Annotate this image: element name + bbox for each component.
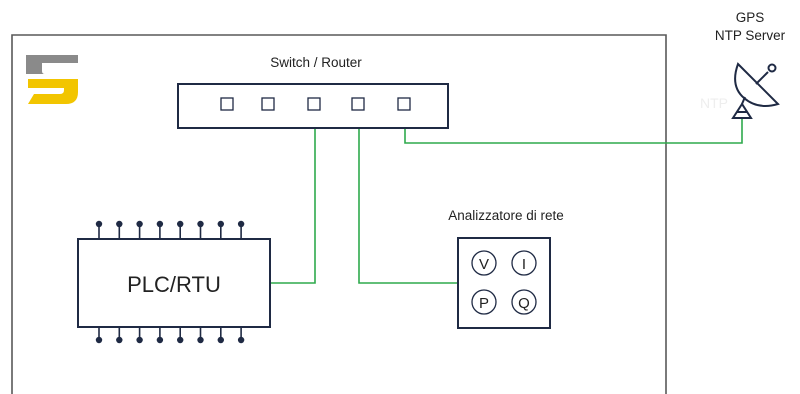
network-analyzer (457, 237, 551, 329)
plc-pin-bottom (237, 336, 245, 344)
switch-port (351, 97, 365, 111)
plc-pin-top (177, 220, 184, 228)
plc-pin-top (197, 220, 204, 228)
svg-text:I: I (522, 256, 526, 273)
meter-q: Q (511, 289, 537, 315)
plc-rtu-box (77, 238, 271, 328)
plc-pin-top (156, 220, 164, 228)
switch-label: Switch / Router (270, 55, 362, 70)
svg-text:Q: Q (518, 295, 530, 312)
gps-subtitle: NTP Server (715, 28, 786, 43)
plc-pin-top (116, 220, 123, 228)
enclosure-frame (11, 34, 667, 394)
svg-text:V: V (479, 256, 489, 273)
meter-v: V (471, 250, 497, 276)
plc-pin-bottom (116, 336, 123, 344)
switch-port (397, 97, 411, 111)
link-plc (270, 110, 316, 284)
switch-port (261, 97, 275, 111)
plc-pin-bottom (177, 336, 184, 344)
plc-label: PLC/RTU (127, 272, 221, 297)
plc-pin-bottom (136, 336, 143, 344)
gps-ghost-text: NTP (700, 95, 728, 111)
plc-pin-top (136, 220, 143, 228)
plc-pin-top (237, 220, 245, 228)
logo-icon (26, 55, 78, 104)
meter-i: I (511, 250, 537, 276)
switch-port (307, 97, 321, 111)
switch-port (220, 97, 234, 111)
satellite-dish-icon (731, 62, 780, 119)
plc-pin-top (95, 220, 103, 228)
gps-title: GPS (736, 10, 765, 25)
plc-pin-top (217, 220, 224, 228)
plc-pin-bottom (217, 336, 224, 344)
svg-text:P: P (479, 295, 489, 312)
plc-pin-bottom (197, 336, 204, 344)
link-gps (404, 110, 743, 144)
plc-pins (95, 220, 245, 344)
analyzer-label: Analizzatore di rete (448, 208, 564, 223)
plc-pin-bottom (156, 336, 164, 344)
link-analyzer (358, 110, 458, 284)
plc-pin-bottom (95, 336, 103, 344)
meter-p: P (471, 289, 497, 315)
switch-ports (220, 97, 411, 111)
